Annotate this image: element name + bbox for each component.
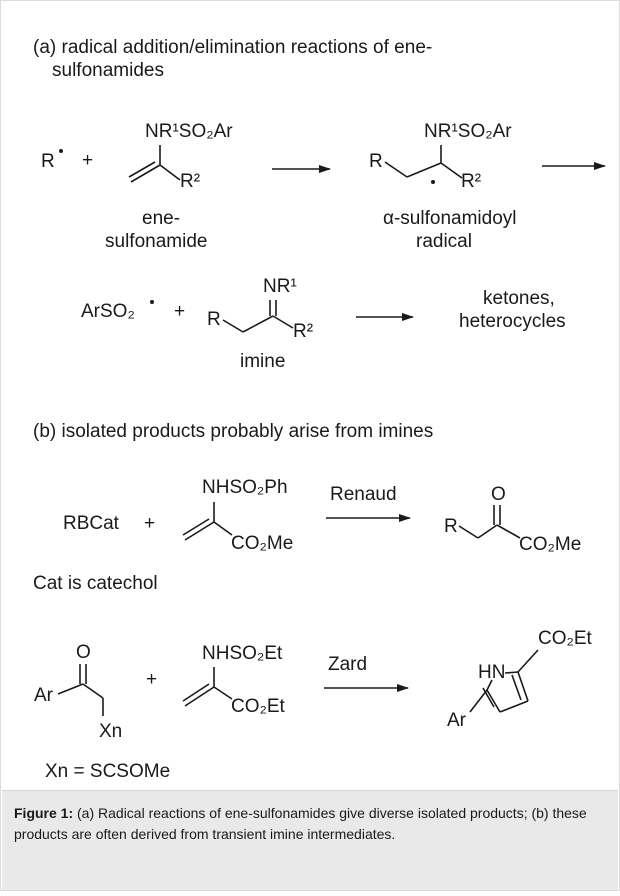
- bond: [384, 161, 408, 178]
- section-a-heading-line2: sulfonamides: [52, 60, 164, 81]
- radical-product-r2: R²: [461, 171, 481, 192]
- label-ene-line2: sulfonamide: [105, 231, 207, 252]
- label-ene-line1: ene-: [142, 208, 180, 229]
- radical-dot: [431, 180, 435, 184]
- section-b-heading: (b) isolated products probably arise fro…: [33, 421, 433, 442]
- figure-caption: Figure 1: (a) Radical reactions of ene-s…: [14, 803, 606, 845]
- arrow-label-zard: Zard: [328, 654, 367, 675]
- bond: [486, 689, 501, 713]
- bond: [272, 315, 294, 329]
- label-radical-line2: radical: [416, 231, 472, 252]
- bond: [213, 686, 233, 700]
- ene-sulfonamide-substituent: NR¹SO₂Ar: [145, 121, 233, 142]
- bond: [82, 683, 104, 699]
- ene-nhso2et: NHSO₂Et: [202, 643, 283, 664]
- bond: [213, 521, 233, 536]
- bond: [486, 679, 493, 691]
- pyrrole-co2et: CO₂Et: [538, 628, 593, 649]
- ketone-o: O: [76, 642, 91, 663]
- ketoester-o: O: [491, 484, 506, 505]
- bond: [130, 164, 161, 183]
- bond: [184, 686, 215, 707]
- radical-r: R: [41, 151, 55, 172]
- bond: [57, 683, 84, 695]
- ene-co2et: CO₂Et: [231, 696, 286, 717]
- bond: [128, 161, 156, 178]
- ene-co2me: CO₂Me: [231, 533, 293, 554]
- bond: [458, 525, 479, 539]
- imine-r: R: [207, 309, 221, 330]
- radical-product-r: R: [369, 151, 383, 172]
- bond: [182, 518, 210, 536]
- plus-sign: +: [82, 150, 93, 171]
- caption-body: (a) Radical reactions of ene-sulfonamide…: [14, 805, 587, 842]
- bond: [182, 683, 210, 702]
- bond: [477, 524, 498, 539]
- bond: [504, 671, 519, 674]
- pyrrole-hn: HN: [478, 662, 505, 683]
- bond: [496, 524, 521, 539]
- ene-nhso2ph: NHSO₂Ph: [202, 477, 288, 498]
- bond: [406, 162, 442, 178]
- label-imine: imine: [240, 351, 285, 372]
- arrow-label-renaud: Renaud: [330, 484, 397, 505]
- caption-label: Figure 1:: [14, 805, 74, 821]
- ketone-ar: Ar: [34, 685, 54, 706]
- pyrrole-ar: Ar: [447, 710, 467, 731]
- imine-r2: R²: [293, 321, 313, 342]
- bond: [440, 162, 463, 179]
- plus-sign: +: [146, 669, 157, 690]
- rbcat: RBCat: [63, 513, 120, 534]
- arso2-radical: ArSO₂: [81, 301, 135, 322]
- caption-box: Figure 1: (a) Radical reactions of ene-s…: [2, 790, 618, 890]
- bond: [222, 319, 244, 333]
- catechol-note: Cat is catechol: [33, 573, 158, 594]
- plus-sign: +: [144, 513, 155, 534]
- ketoester-r: R: [444, 516, 458, 537]
- plus-sign: +: [174, 301, 185, 322]
- radical-product-substituent: NR¹SO₂Ar: [424, 121, 512, 142]
- bond: [159, 164, 181, 181]
- bond: [517, 649, 539, 673]
- bond: [482, 687, 495, 708]
- section-a-heading-line1: (a) radical addition/elimination reactio…: [33, 37, 432, 58]
- ene-sulfonamide-r2: R²: [180, 171, 200, 192]
- ketone-xn: Xn: [99, 721, 122, 742]
- bond: [469, 689, 488, 713]
- result-line2: heterocycles: [459, 311, 566, 332]
- bond: [517, 671, 529, 702]
- bond: [499, 700, 529, 713]
- bond: [184, 521, 215, 541]
- radical-dot: [59, 149, 63, 153]
- xn-note: Xn = SCSOMe: [45, 761, 170, 782]
- radical-dot: [150, 300, 154, 304]
- bond: [511, 674, 522, 701]
- bond: [242, 315, 274, 333]
- ketoester-co2me: CO₂Me: [519, 534, 581, 555]
- label-radical-line1: α-sulfonamidoyl: [383, 208, 516, 229]
- result-line1: ketones,: [483, 288, 555, 309]
- imine-nr1: NR¹: [263, 276, 297, 297]
